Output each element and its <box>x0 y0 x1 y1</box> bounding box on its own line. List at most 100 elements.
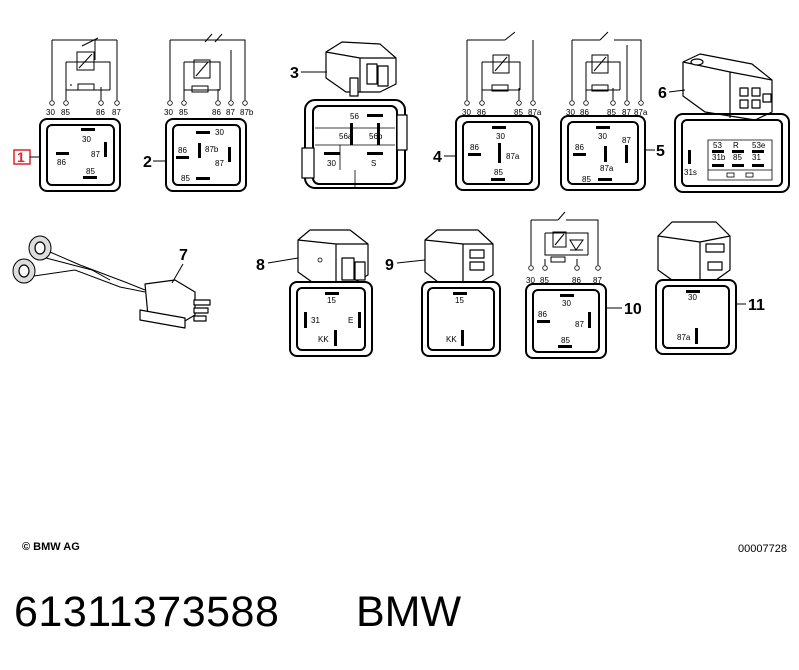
relay-5[interactable]: 30 86 85 87 87a 30 86 87 87a 85 5 <box>560 31 665 191</box>
pin-label: S <box>371 159 376 168</box>
pin-label: 30 <box>215 128 224 137</box>
relay-11-callout[interactable]: 11 <box>748 297 765 314</box>
relay-8-part <box>297 229 369 283</box>
pin-label: 30 <box>496 132 505 141</box>
relay-11-socket: 30 87a <box>655 279 737 355</box>
pin-label: 85 <box>561 336 570 345</box>
pin-label: 87 <box>622 108 631 117</box>
pin-label: 85 <box>607 108 616 117</box>
pin-label: 30 <box>526 276 535 285</box>
relay-2[interactable]: 30 85 86 87 87b 30 86 87b 87 85 2 <box>143 33 254 192</box>
relay-6-part <box>682 53 773 121</box>
pin-label: 85 <box>514 108 523 117</box>
relay-1[interactable]: 30 85 86 87 30 86 87 85 1 <box>13 37 121 192</box>
pin-label: 31 <box>311 316 320 325</box>
relay-9-socket: 15 KK <box>421 281 501 357</box>
pin-label: 87a <box>528 108 542 117</box>
brand-name: BMW <box>356 588 462 636</box>
pin-label: 30 <box>327 159 336 168</box>
pin-label: 56a <box>339 132 353 141</box>
pin-label: 86 <box>575 143 584 152</box>
pin-label: 86 <box>57 158 66 167</box>
relay-6-socket: 53 R 53e 31b 85 31 31s <box>674 113 790 193</box>
relay-4-schematic: 30 86 85 87a <box>462 31 542 117</box>
relay-4-callout[interactable]: 4 <box>433 149 442 166</box>
pin-label: 87 <box>622 136 631 145</box>
relay-8-callout[interactable]: 8 <box>256 257 265 274</box>
relay-10-socket: 30 86 87 85 <box>525 283 607 359</box>
relay-1-schematic: 30 85 86 87 <box>46 37 121 117</box>
pin-label: 85 <box>181 174 190 183</box>
pin-label: 87a <box>506 152 520 161</box>
pin-label: 30 <box>46 108 55 117</box>
pin-label: 30 <box>82 135 91 144</box>
relay-6-callout[interactable]: 6 <box>658 85 667 102</box>
pin-label: 87 <box>91 150 100 159</box>
relay-10-callout[interactable]: 10 <box>624 301 642 318</box>
pin-label: 87a <box>677 333 691 342</box>
relay-3-socket: 56 56a 56b 30 S <box>301 99 408 189</box>
pin-label: 87 <box>593 276 602 285</box>
pin-label: 86 <box>477 108 486 117</box>
pin-label: 87 <box>226 108 235 117</box>
relay-4-socket: 30 86 87a 85 <box>455 115 540 191</box>
relay-3[interactable]: 3 56 56a 56b 30 S <box>290 41 408 189</box>
relay-6[interactable]: 6 53 R 53e 31b 85 31 31s <box>658 53 790 193</box>
relay-10-schematic: 30 85 86 87 <box>526 211 602 285</box>
pin-label: 87 <box>575 320 584 329</box>
pin-label: KK <box>318 335 329 344</box>
pin-label: 86 <box>470 143 479 152</box>
copyright-label: © BMW AG <box>22 541 80 553</box>
pin-label: 30 <box>566 108 575 117</box>
relay-3-callout[interactable]: 3 <box>290 65 299 82</box>
pin-label: 15 <box>455 296 464 305</box>
pin-label: 85 <box>86 167 95 176</box>
pin-label: 85 <box>179 108 188 117</box>
relay-5-callout[interactable]: 5 <box>656 143 665 160</box>
pin-label: 86 <box>580 108 589 117</box>
relay-8[interactable]: 8 15 31 E KK <box>256 229 373 357</box>
pin-label: 86 <box>212 108 221 117</box>
pin-label: 15 <box>327 296 336 305</box>
relay-9-part <box>424 229 494 283</box>
pin-label: 87a <box>634 108 648 117</box>
pin-label: 87a <box>600 164 614 173</box>
pin-label: 30 <box>688 293 697 302</box>
part-number: 61311373588 <box>14 588 280 636</box>
pin-label: 30 <box>462 108 471 117</box>
pin-label: 87 <box>215 159 224 168</box>
pin-label: 56b <box>369 132 383 141</box>
relay-2-callout[interactable]: 2 <box>143 154 152 171</box>
pin-label: 86 <box>572 276 581 285</box>
relay-9-callout[interactable]: 9 <box>385 257 394 274</box>
relay-11[interactable]: 30 87a 11 <box>655 221 765 355</box>
relay-3-part <box>325 41 397 97</box>
pin-label: 53e <box>752 141 766 150</box>
relay-5-socket: 30 86 87 87a 85 <box>560 115 646 191</box>
pin-label: 86 <box>96 108 105 117</box>
pin-label: 85 <box>61 108 70 117</box>
document-number: 00007728 <box>738 543 787 555</box>
pin-label: 86 <box>538 310 547 319</box>
relay-7[interactable]: 7 <box>12 235 211 329</box>
pin-label: 31s <box>684 168 697 177</box>
pin-label: 56 <box>350 112 359 121</box>
pin-label: 31b <box>712 153 726 162</box>
relay-5-schematic: 30 86 85 87 87a <box>566 31 648 117</box>
relay-10[interactable]: 30 85 86 87 30 86 87 85 10 <box>525 211 642 359</box>
pin-label: E <box>348 316 353 325</box>
pin-label: 85 <box>494 168 503 177</box>
pin-label: 31 <box>752 153 761 162</box>
pin-label: KK <box>446 335 457 344</box>
relay-7-part <box>12 235 211 329</box>
relay-1-callout[interactable]: 1 <box>17 149 25 165</box>
pin-label: 30 <box>562 299 571 308</box>
relay-9[interactable]: 9 15 KK <box>385 229 501 357</box>
pin-label: 87b <box>205 145 219 154</box>
pin-label: 86 <box>178 146 187 155</box>
pin-label: 85 <box>582 175 591 184</box>
relay-7-callout[interactable]: 7 <box>179 247 188 264</box>
relay-4[interactable]: 30 86 85 87a 30 86 87a 85 4 <box>433 31 542 191</box>
pin-label: 30 <box>164 108 173 117</box>
